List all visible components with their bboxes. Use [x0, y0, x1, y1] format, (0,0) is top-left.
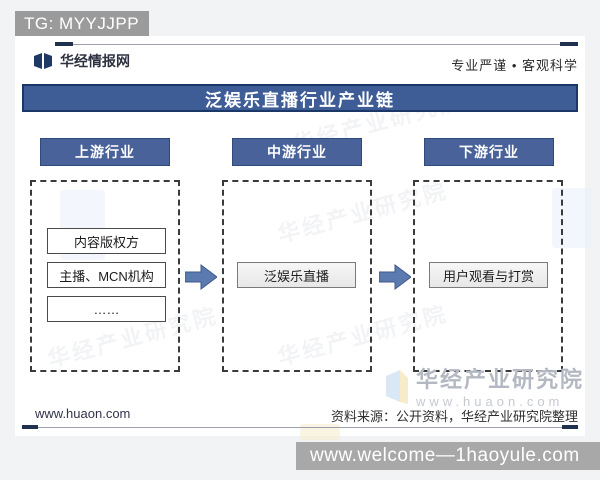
- upstream-group-box: [30, 180, 180, 372]
- site-header: 华经情报网: [33, 52, 130, 70]
- huaon-logo-icon: [33, 53, 53, 69]
- column-header-downstream: 下游行业: [424, 138, 554, 166]
- footer-source-note: 资料来源：公开资料，华经产业研究院整理: [330, 409, 578, 424]
- midstream-group-box: [222, 180, 372, 372]
- diagram-title: 泛娱乐直播行业产业链: [22, 84, 578, 112]
- arrow-right-icon: [184, 262, 218, 292]
- column-header-midstream: 中游行业: [232, 138, 362, 166]
- top-rule-cap-left: [55, 42, 73, 46]
- footer-site-url: www.huaon.com: [35, 406, 131, 421]
- bottom-rule: [22, 427, 578, 428]
- column-header-upstream: 上游行业: [40, 138, 170, 166]
- midstream-item-live-streaming: 泛娱乐直播: [237, 262, 356, 288]
- downstream-item-users: 用户观看与打赏: [429, 262, 548, 288]
- downstream-group-box: [413, 180, 563, 372]
- top-rule: [55, 44, 578, 45]
- upstream-item-content-owners: 内容版权方: [47, 228, 166, 254]
- bottom-rule-cap-right: [562, 425, 578, 429]
- bottom-url-bar: www.welcome—1haoyule.com: [296, 442, 600, 470]
- header-slogan: 专业严谨 • 客观科学: [451, 58, 578, 73]
- upstream-item-ellipsis: ……: [47, 296, 166, 322]
- brand-name: 华经情报网: [60, 53, 130, 69]
- tg-badge: TG: MYYJJPP: [15, 11, 149, 36]
- top-rule-cap-right: [560, 42, 578, 46]
- bottom-rule-cap-left: [22, 425, 38, 429]
- upstream-item-streamers-mcn: 主播、MCN机构: [47, 262, 166, 288]
- arrow-right-icon: [378, 262, 412, 292]
